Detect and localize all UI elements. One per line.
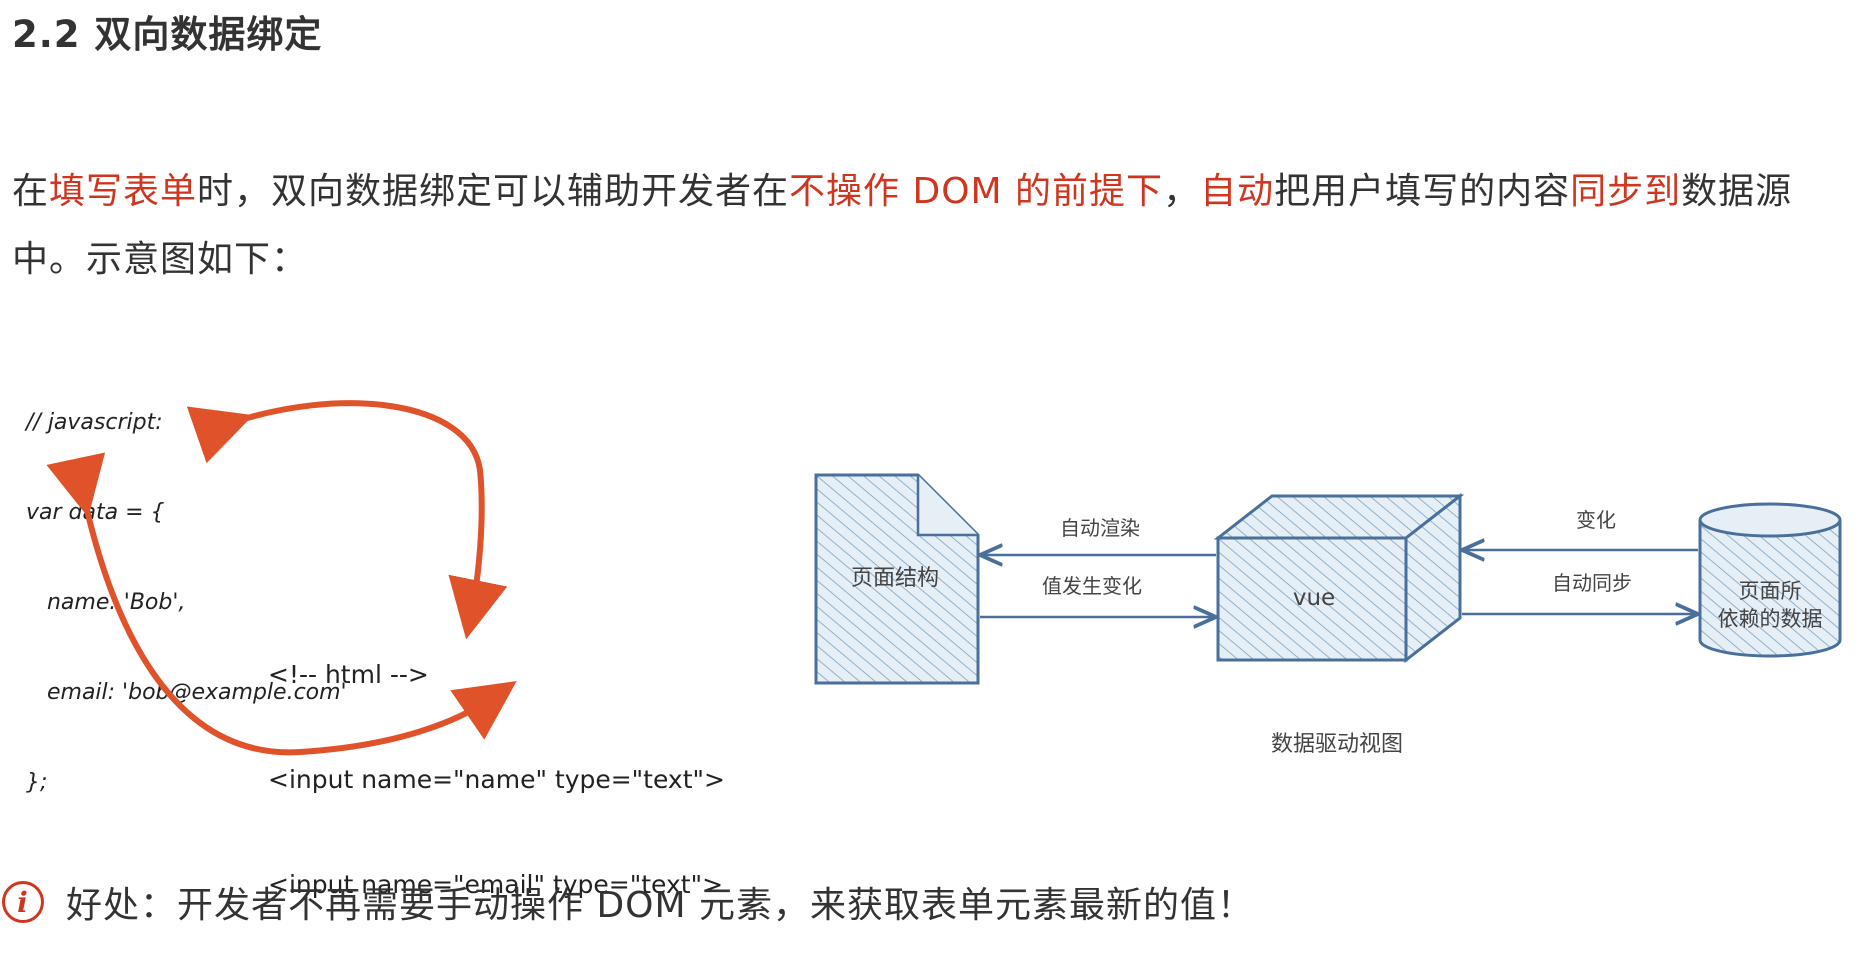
para-highlight: 填写表单 <box>49 171 198 212</box>
para-text: ， <box>1163 171 1201 212</box>
data-cylinder <box>1698 502 1842 658</box>
binding-arrow-email <box>46 452 517 756</box>
vue-cube <box>1213 492 1465 664</box>
tip-text: 好处：开发者不再需要手动操作 DOM 元素，来获取表单元素最新的值！ <box>66 885 1255 926</box>
value-changed-label: 值发生变化 <box>1042 574 1142 598</box>
data-label-line2: 依赖的数据 <box>1718 607 1823 631</box>
code-line: <input name="email" type="text"> <box>268 870 724 899</box>
binding-arrow-name <box>186 400 508 640</box>
auto-render-label: 自动渲染 <box>1060 516 1140 540</box>
para-highlight: 自动 <box>1200 171 1275 212</box>
para-highlight: 不操作 DOM 的前提下 <box>789 171 1164 212</box>
code-line: }; <box>26 770 48 795</box>
vue-label: vue <box>1293 585 1335 611</box>
para-text: 数据源中。示意图如下： <box>12 171 1793 280</box>
info-icon: i <box>2 881 44 923</box>
para-text: 把用户填写的内容 <box>1274 171 1571 212</box>
para-text: 在 <box>12 171 50 212</box>
data-label-line1: 页面所 <box>1739 579 1802 603</box>
intro-paragraph: 在填写表单时，双向数据绑定可以辅助开发者在不操作 DOM 的前提下，自动把用户填… <box>12 158 1812 294</box>
code-line: // javascript: <box>26 410 163 435</box>
page-fold <box>916 475 978 537</box>
section-heading: 2.2 双向数据绑定 <box>12 13 323 56</box>
para-text: 时，双向数据绑定可以辅助开发者在 <box>197 171 790 212</box>
para-highlight: 同步到 <box>1570 171 1682 212</box>
code-line: <input name="name" type="text"> <box>268 765 725 794</box>
tip-callout: i 好处：开发者不再需要手动操作 DOM 元素，来获取表单元素最新的值！ <box>2 876 1254 928</box>
change-label: 变化 <box>1576 508 1616 532</box>
diagram-caption: 数据驱动视图 <box>1271 732 1403 757</box>
page-structure-label: 页面结构 <box>851 566 939 591</box>
auto-sync-label: 自动同步 <box>1552 571 1632 595</box>
html-code-snippet: <!-- html --> <input name="name" type="t… <box>268 587 725 937</box>
